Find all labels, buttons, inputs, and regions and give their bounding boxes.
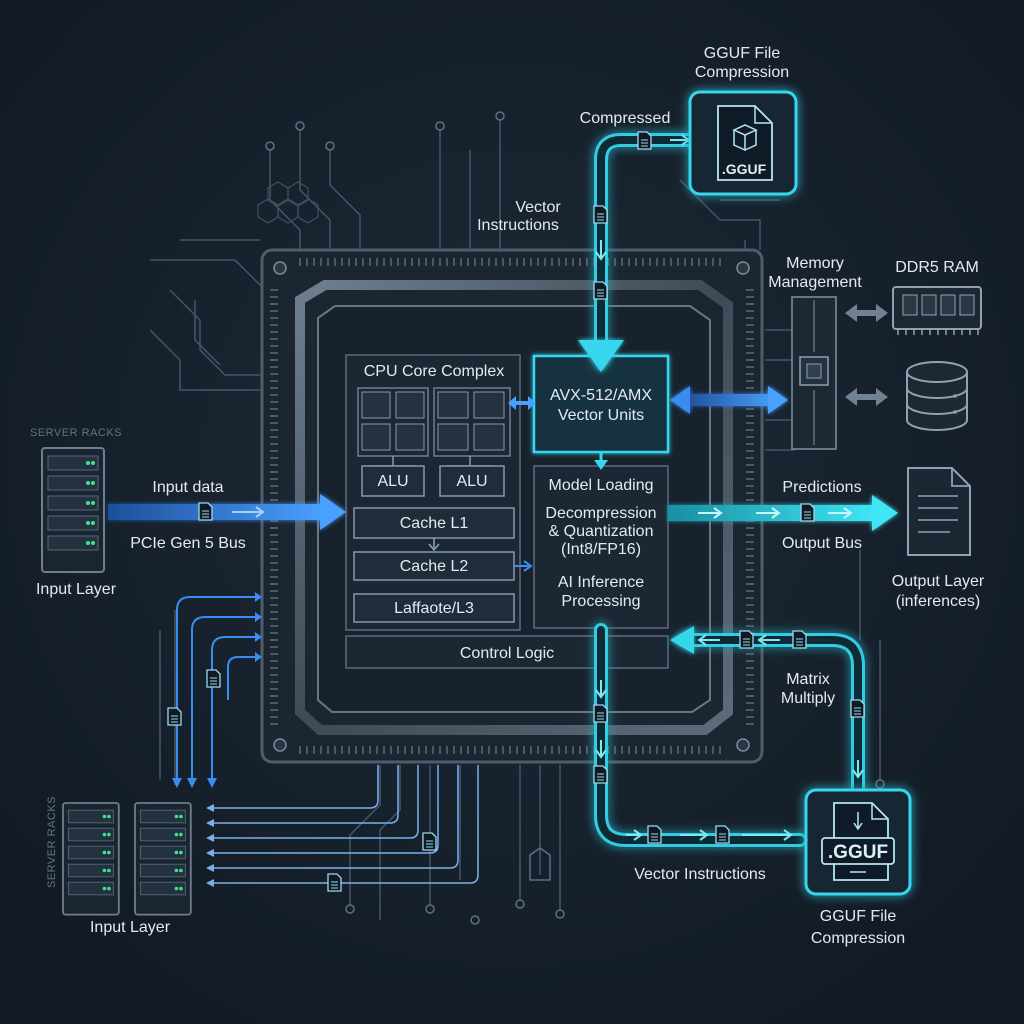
core-avx-arrow <box>508 396 536 410</box>
output-layer-label-1: Output Layer <box>892 573 985 590</box>
matrix-multiply-pipe <box>678 633 865 797</box>
document-icon <box>593 704 608 723</box>
box-icon <box>732 124 758 152</box>
server-rack-icon <box>134 802 192 916</box>
compressed-pipe-arrowhead <box>578 340 624 372</box>
gguf-top-title-2: Compression <box>695 64 789 81</box>
compressed-label: Compressed <box>580 110 671 127</box>
control-logic-box <box>345 635 669 669</box>
control-logic-label: Control Logic <box>460 645 554 662</box>
document-icon <box>850 699 865 718</box>
trace-diamond <box>529 847 551 881</box>
gguf-bottom-title-1: GGUF File <box>820 908 897 925</box>
vector-instructions-bottom-label: Vector Instructions <box>634 866 766 883</box>
document-icon <box>198 502 213 521</box>
matrix-label-1: Matrix <box>786 671 830 688</box>
cache-l1 <box>353 507 515 539</box>
document-icon <box>739 630 754 649</box>
input-layer-bottom-label: Input Layer <box>90 919 171 936</box>
gguf-file-bottom: .GGUF <box>804 788 912 896</box>
l1-to-l2-arrow <box>428 538 440 552</box>
memory-management-2: Management <box>768 274 862 291</box>
vector-instructions-pipe <box>594 623 807 847</box>
input-data-arrow <box>108 494 346 530</box>
ai-inference-label: AI Inference <box>558 574 644 591</box>
decompression-label: Decompression <box>545 505 656 522</box>
document-icon <box>593 765 608 784</box>
compressed-pipe <box>594 133 697 367</box>
matrix-label-2: Multiply <box>781 690 835 707</box>
cache-l2 <box>353 551 515 581</box>
server-rack-icon <box>62 802 120 916</box>
document-icon <box>792 630 807 649</box>
document-icon <box>593 281 608 300</box>
ddr5-label: DDR5 RAM <box>895 259 979 276</box>
input-layer-label: Input Layer <box>36 581 117 598</box>
cpu-core-complex: CPU Core Complex ALU ALU Cache L1 Cache … <box>345 354 521 631</box>
bottom-input-lines <box>212 765 479 884</box>
alu-1-label: ALU <box>377 473 408 490</box>
document-icon <box>715 825 730 844</box>
avx-memory-arrow <box>670 386 788 414</box>
hexagon-pattern <box>257 181 319 224</box>
ram-stick-icon <box>892 286 982 335</box>
server-racks-bottom-label: SERVER RACKS <box>46 796 58 888</box>
output-bus-label: Output Bus <box>782 535 862 552</box>
memory-ram-arrow <box>845 304 888 322</box>
gguf-badge-top: .GGUF <box>722 161 767 177</box>
model-loading-box <box>533 465 669 629</box>
document-icon <box>206 669 221 688</box>
int8-fp16-label: (Int8/FP16) <box>561 541 641 558</box>
avx-label: AVX-512/AMX <box>550 387 652 404</box>
cache-l2-label: Cache L2 <box>400 558 469 575</box>
left-feed-lines <box>176 596 258 780</box>
memory-controller <box>791 296 837 450</box>
vector-instructions-top-2: Instructions <box>477 217 559 234</box>
quantization-label: & Quantization <box>549 523 654 540</box>
memory-storage-arrow <box>845 388 888 406</box>
gguf-badge-bottom: .GGUF <box>828 842 888 863</box>
cache-l1-label: Cache L1 <box>400 515 469 532</box>
vector-instructions-top-1: Vector <box>515 199 561 216</box>
pcie-bus-label: PCIe Gen 5 Bus <box>130 535 246 552</box>
gguf-top-title-1: GGUF File <box>704 45 781 62</box>
output-document-icon <box>907 467 971 556</box>
document-icon <box>800 503 815 522</box>
vector-units-label: Vector Units <box>558 407 644 424</box>
server-racks-label: SERVER RACKS <box>30 427 122 439</box>
cache-l3-label: Laffaote/L3 <box>394 600 474 617</box>
document-icon <box>647 825 662 844</box>
cache-l3 <box>353 593 515 623</box>
input-data-label: Input data <box>152 479 223 496</box>
gguf-bottom-title-2: Compression <box>811 930 905 947</box>
gguf-file-top: .GGUF <box>688 90 798 196</box>
alu-2-label: ALU <box>456 473 487 490</box>
document-icon <box>422 832 437 851</box>
document-icon <box>167 707 182 726</box>
document-icon <box>637 131 652 150</box>
database-icon <box>906 361 968 431</box>
processing-label: Processing <box>561 593 640 610</box>
document-icon <box>593 205 608 224</box>
l2-to-model-arrow <box>514 560 533 572</box>
circuit-traces <box>149 120 881 920</box>
memory-management-1: Memory <box>786 255 844 272</box>
predictions-label: Predictions <box>782 479 861 496</box>
cpu-core-complex-label: CPU Core Complex <box>364 363 504 380</box>
output-layer-label-2: (inferences) <box>896 593 980 610</box>
server-rack-icon <box>41 447 105 573</box>
document-icon <box>327 873 342 892</box>
model-loading-label: Model Loading <box>549 477 654 494</box>
trace-endpoints <box>265 111 885 925</box>
